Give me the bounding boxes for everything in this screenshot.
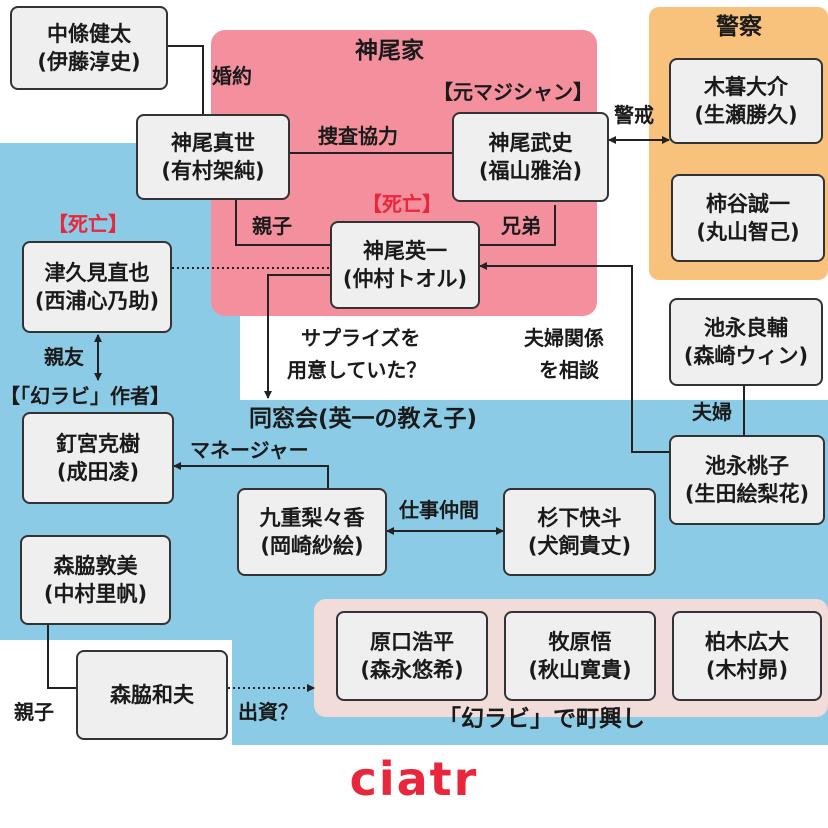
- person-name: 池永良輔: [704, 315, 788, 340]
- label-surprise-1: サプライズを: [301, 326, 421, 350]
- person-actor: (犬飼貴丈): [527, 534, 632, 558]
- person-name: 杉下快斗: [537, 505, 622, 530]
- person-name: 池永桃子: [705, 453, 789, 478]
- label-couple-consult-1: 夫婦関係: [524, 326, 604, 350]
- person-actor: (仲村トオル): [342, 267, 468, 291]
- author-tag: 【「幻ラビ」作者】: [0, 384, 170, 408]
- person-actor: (丸山智己): [696, 220, 800, 244]
- label-manager: マネージャー: [190, 438, 309, 462]
- person-actor: (伊藤淳史): [37, 50, 141, 74]
- person-takeshi: 神尾武史 (福山雅治): [452, 112, 609, 202]
- person-moriwaki-kazuo: 森脇和夫: [76, 650, 228, 740]
- person-name: 森脇和夫: [110, 682, 194, 707]
- label-couple-consult-2: を相談: [539, 358, 599, 382]
- line-couple-consult: [479, 262, 669, 453]
- label-moriwaki-parent: 親子: [14, 700, 54, 724]
- person-actor: (中村里帆): [43, 582, 148, 606]
- person-name: 津久見直也: [44, 260, 150, 285]
- ciatr-logo: ciatr: [349, 752, 479, 806]
- person-actor: (森崎ウィン): [683, 344, 809, 368]
- line-moriwaki-parent: [47, 625, 76, 689]
- person-makihara: 牧原悟 (秋山寛貴): [504, 611, 656, 701]
- tsukumi-dead-tag: 【死亡】: [48, 212, 128, 236]
- police-title: 警察: [716, 14, 762, 40]
- person-kashiwagi: 柏木広大 (木村昴): [672, 611, 822, 701]
- person-actor: (成田凌): [56, 460, 140, 484]
- person-eiichi: 神尾英一 (仲村トオル): [330, 221, 480, 309]
- person-moriwaki-atsumi: 森脇敦美 (中村里帆): [20, 535, 171, 625]
- person-sugishita: 杉下快斗 (犬飼貴丈): [503, 488, 656, 576]
- person-ikenaga-ryosuke: 池永良輔 (森崎ウィン): [669, 298, 823, 386]
- label-coworkers: 仕事仲間: [399, 498, 479, 522]
- line-manager: [173, 462, 329, 488]
- person-kugimiya: 釘宮克樹 (成田凌): [22, 412, 174, 504]
- person-name: 神尾武史: [488, 130, 573, 155]
- person-actor: (森永悠希): [360, 658, 464, 682]
- person-actor: (生瀬勝久): [694, 103, 798, 127]
- person-actor: (岡崎紗絵): [260, 534, 364, 558]
- label-engaged: 婚約: [212, 64, 252, 88]
- person-kogure: 木暮大介 (生瀬勝久): [669, 58, 823, 144]
- person-actor: (福山雅治): [478, 159, 583, 183]
- person-name: 原口浩平: [370, 629, 454, 654]
- label-surprise-2: 用意していた？: [287, 358, 427, 382]
- line-engaged: [168, 45, 204, 115]
- person-name: 神尾英一: [363, 238, 447, 263]
- line-surprise: [264, 274, 330, 399]
- town-title: 「幻ラビ」で町興し: [438, 706, 645, 732]
- person-kokonoe: 九重梨々香 (岡崎紗絵): [237, 488, 387, 576]
- person-kakitani: 柿谷誠一 (丸山智己): [671, 174, 825, 262]
- label-parent-child: 親子: [252, 214, 292, 238]
- line-siblings: [480, 205, 556, 246]
- person-ikenaga-momoko: 池永桃子 (生田絵梨花): [669, 435, 825, 525]
- person-actor: (西浦心乃助): [34, 289, 160, 313]
- label-cooperate: 捜査協力: [318, 124, 398, 148]
- person-nakajo: 中條健太 (伊藤淳史): [10, 6, 168, 90]
- person-actor: (生田絵梨花): [684, 482, 810, 506]
- person-name: 神尾真世: [171, 130, 255, 155]
- person-name: 牧原悟: [548, 629, 612, 654]
- person-name: 柏木広大: [705, 629, 789, 654]
- magician-tag: 【元マジシャン】: [433, 80, 593, 104]
- person-name: 九重梨々香: [259, 505, 365, 530]
- label-siblings: 兄弟: [501, 214, 541, 238]
- person-name: 森脇敦美: [53, 553, 138, 578]
- eiichi-dead-tag: 【死亡】: [362, 192, 442, 216]
- person-name: 中條健太: [47, 21, 131, 46]
- line-parent-child: [235, 200, 330, 246]
- label-investment: 出資？: [238, 700, 298, 724]
- label-best-friend: 親友: [44, 345, 84, 369]
- person-name: 釘宮克樹: [56, 431, 140, 456]
- label-married: 夫婦: [692, 400, 732, 424]
- person-tsukumi: 津久見直也 (西浦心乃助): [22, 241, 172, 333]
- alumni-title: 同窓会(英一の教え子): [249, 406, 478, 432]
- kamio-family-title: 神尾家: [355, 38, 424, 64]
- person-actor: (秋山寛貴): [528, 658, 632, 682]
- person-actor: (木村昴): [705, 658, 789, 682]
- label-warning: 警戒: [614, 103, 654, 127]
- person-haraguchi: 原口浩平 (森永悠希): [336, 611, 488, 701]
- person-masayo: 神尾真世 (有村架純): [136, 114, 290, 200]
- person-name: 木暮大介: [704, 74, 788, 99]
- person-name: 柿谷誠一: [706, 191, 790, 216]
- person-actor: (有村架純): [161, 159, 265, 183]
